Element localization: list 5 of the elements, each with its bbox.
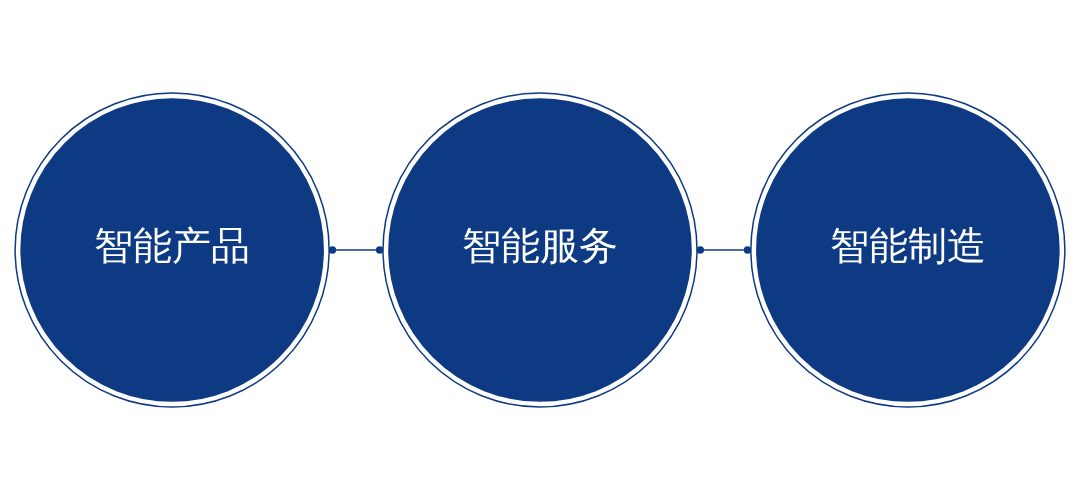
node-circle: 智能产品 bbox=[14, 92, 330, 408]
node-circle: 智能服务 bbox=[382, 92, 698, 408]
connector bbox=[696, 246, 752, 254]
connector bbox=[328, 246, 384, 254]
node-circle: 智能制造 bbox=[750, 92, 1066, 408]
